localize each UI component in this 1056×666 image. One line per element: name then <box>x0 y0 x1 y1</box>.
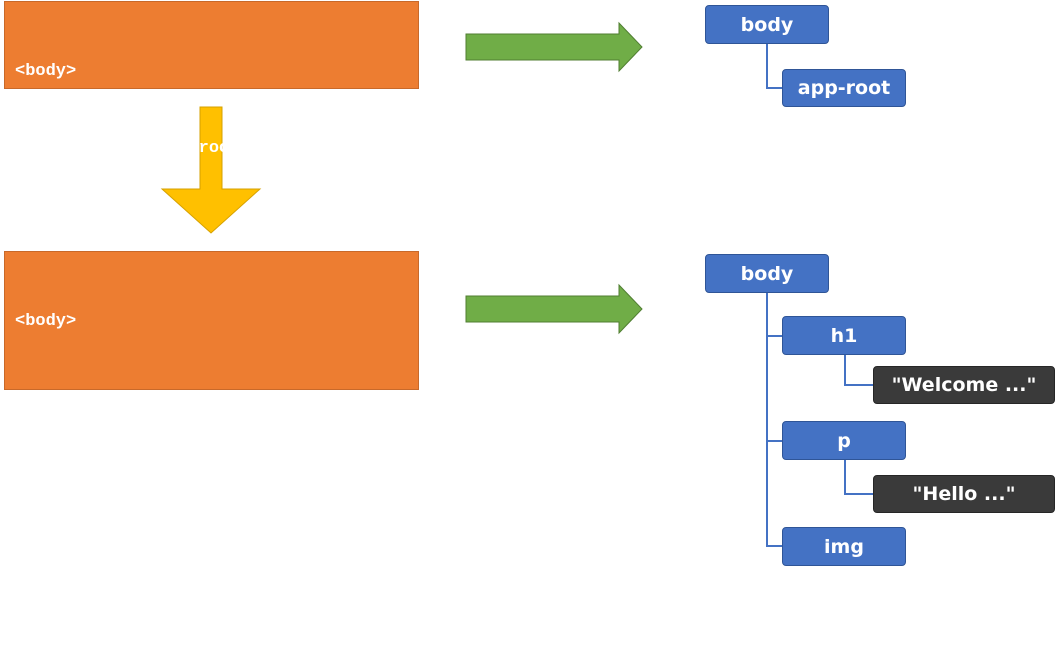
connector-h1-text <box>844 355 873 386</box>
connector-body-children <box>766 292 782 547</box>
code-box-after: <body> <h1>Welcome to My App</h1> <p>Hel… <box>4 251 419 637</box>
connector-body-app-root <box>766 44 782 89</box>
tree-node-p-text: "Hello ..." <box>873 475 1055 513</box>
tree-node-app-root: app-root <box>782 69 906 107</box>
right-arrow-bottom <box>465 283 643 335</box>
code-line: </body> <box>15 215 87 234</box>
code-line: <app-root></app-root> <box>15 138 250 158</box>
tree-node-h1: h1 <box>782 316 906 355</box>
code-box-before: <body> <app-root></app-root> </body> <box>4 1 419 234</box>
tree-node-body-before: body <box>705 5 829 44</box>
tree-node-body-after: body <box>705 254 829 293</box>
right-arrow-top <box>465 21 643 73</box>
code-line: <h1>Welcome to My App</h1> <box>15 388 301 408</box>
connector-p-text <box>844 460 873 495</box>
tree-node-p: p <box>782 421 906 460</box>
code-line: <p>Hello from an SPA</p> <box>15 465 281 484</box>
code-line: </body> <box>15 618 87 637</box>
down-arrow <box>160 106 262 234</box>
code-line: <body> <box>15 62 77 81</box>
code-line: <body> <box>15 312 77 331</box>
diagram-overlay <box>160 21 873 547</box>
code-line: <img src="/cute-cats.jpg"> <box>15 541 301 561</box>
tree-node-img: img <box>782 527 906 566</box>
tree-node-h1-text: "Welcome ..." <box>873 366 1055 404</box>
